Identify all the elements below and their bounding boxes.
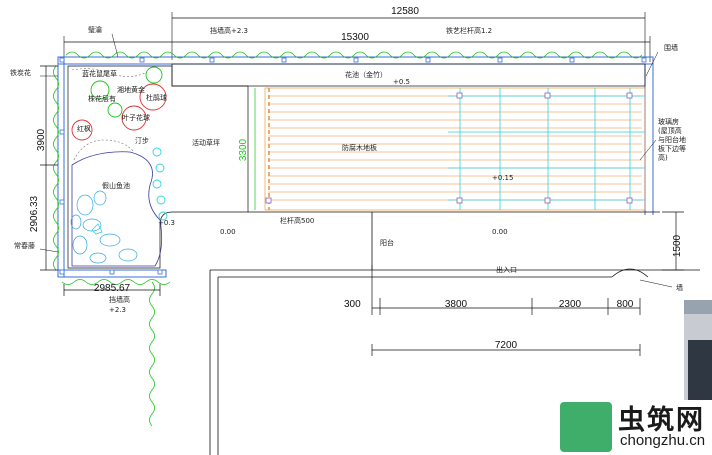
dim-label-15300: 15300 (341, 32, 369, 43)
label-entrance: 出入口 (496, 265, 517, 274)
dim-chain-bottom (371, 265, 641, 356)
label-changchun: 常春藤 (14, 241, 35, 250)
glass-house-posts (265, 92, 633, 204)
label-xiangdi: 湘地黄金 (117, 85, 145, 94)
label-flower-pool: 花池（金竹） (345, 70, 387, 79)
label-weiqiang: 围墙 (664, 43, 678, 52)
label-jiashan: 假山鱼池 (102, 181, 130, 190)
dim-label-12580: 12580 (391, 6, 419, 17)
label-wall-bottom-1: 挡墙高 (109, 295, 130, 304)
fountain-icon (91, 223, 103, 235)
watermark-cn-text: 虫筑网 (618, 405, 705, 436)
label-zhuhua: 株花层有 (88, 94, 116, 103)
rockery (70, 190, 138, 264)
wall-posts (59, 57, 647, 275)
level-lawn-edge: +0.3 (158, 219, 175, 227)
building-outline (209, 211, 700, 455)
vine-top (65, 51, 643, 59)
label-dujuan: 杜鹃球 (146, 93, 167, 102)
dim-label-3800: 3800 (445, 299, 468, 310)
label-bixie: 璧瀹 (88, 25, 102, 34)
dim-label-7200: 7200 (495, 340, 518, 351)
level-flower-pool: +0.5 (393, 78, 410, 86)
dim-label-800: 800 (617, 299, 634, 310)
label-wall-top: 挡墙高+2.3 (210, 26, 248, 35)
shrub-circles (71, 66, 167, 141)
vine-down (149, 281, 155, 427)
label-glass-3: 与阳台地 (658, 135, 686, 144)
label-iron-rail: 铁艺栏杆高1.2 (446, 26, 492, 35)
label-activity-lawn: 活动草坪 (192, 138, 220, 147)
wood-deck (264, 87, 646, 211)
label-wall: 墙 (676, 283, 683, 292)
glass-house-frame (448, 88, 645, 210)
level-ground-left: 0.00 (220, 228, 236, 236)
vine-left (53, 65, 59, 271)
label-hongfeng: 红枫 (77, 124, 91, 133)
label-wall-bottom-2: +2.3 (109, 306, 126, 314)
label-rail-500: 栏杆高500 (280, 216, 314, 225)
pond-outline (71, 151, 163, 267)
window-content (688, 340, 712, 400)
adjacent-window-fragment (684, 300, 712, 400)
garden-bed (67, 65, 249, 269)
label-glass-5: 高) (658, 153, 668, 162)
dim-1500 (662, 211, 684, 271)
label-glass-1: 玻璃房 (658, 117, 679, 126)
stepping-stones (152, 147, 168, 221)
dim-label-1500: 1500 (672, 234, 683, 257)
level-deck: +0.15 (492, 174, 513, 182)
dim-label-300: 300 (344, 299, 361, 310)
label-glass-4: 板下边等 (658, 144, 686, 153)
dim-label-3900: 3900 (36, 128, 47, 151)
label-tingbu: 汀步 (135, 137, 149, 145)
watermark-logo-icon (560, 402, 612, 452)
dim-label-3300: 3300 (238, 138, 249, 161)
watermark-en-text: chongzhu.cn (620, 432, 706, 449)
label-glass-2: (屋顶高 (658, 126, 682, 135)
flower-border (71, 68, 148, 161)
dim-label-2906: 2906.33 (29, 195, 40, 232)
perimeter-wall (57, 56, 654, 278)
label-wood-deck: 防腐木地板 (342, 143, 377, 152)
label-yangtai: 阳台 (380, 238, 394, 247)
dim-label-2985: 2985.67 (94, 283, 131, 294)
vine-bottom (61, 279, 171, 285)
site-watermark: 虫筑网 chongzhu.cn (560, 398, 712, 455)
label-lanhua: 蓝花鼠尾草 (82, 69, 117, 78)
dim-left (40, 65, 161, 296)
dim-12580: 12580 (171, 6, 646, 60)
level-ground-right: 0.00 (492, 228, 508, 236)
dim-label-2300: 2300 (559, 299, 582, 310)
label-wuzi: 叶子花球 (122, 113, 150, 122)
window-titlebar (684, 300, 712, 314)
label-tiecai: 铁炭花 (10, 68, 31, 77)
leader-lines (39, 33, 673, 288)
